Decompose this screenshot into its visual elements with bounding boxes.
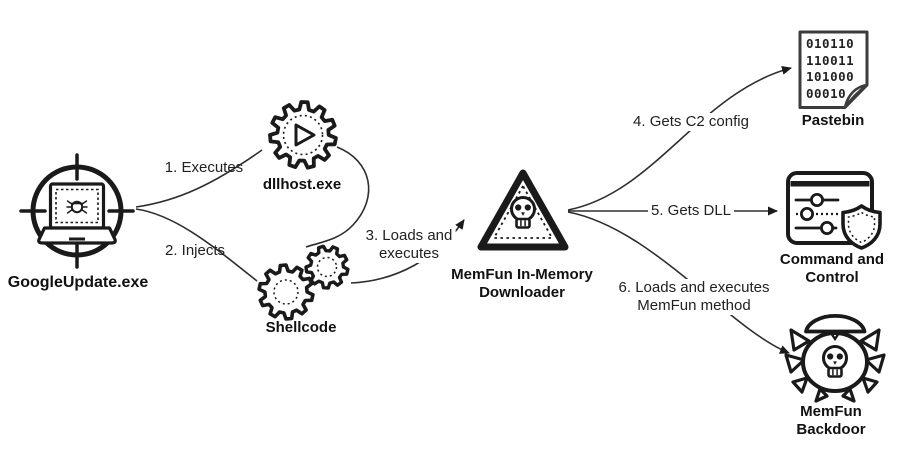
- gear-large-dotted-ring: [273, 279, 299, 305]
- step-4-gets-c2-config: 4. Gets C2 config: [630, 113, 752, 131]
- step-3-line1: 3. Loads and: [365, 227, 453, 244]
- bug-dome-icon: [804, 313, 867, 334]
- googleupdate-label: GoogleUpdate.exe: [7, 274, 149, 291]
- pastebin-code-line2: 110011: [806, 52, 855, 68]
- gear-small-dotted-ring: [316, 256, 338, 278]
- folded-corner-icon: [843, 83, 869, 109]
- step-1-executes: 1. Executes: [164, 159, 244, 176]
- connector-dllhost-to-shellcode: [305, 146, 370, 248]
- laptop-notch: [69, 237, 85, 241]
- shellcode-label: Shellcode: [265, 319, 337, 336]
- step-6-line2: MemFun method: [637, 297, 751, 314]
- laptop-base-icon: [37, 226, 117, 245]
- gear-dotted-ring: [282, 114, 324, 156]
- dllhost-process-icon: [268, 100, 338, 170]
- step-6-loads-memfun: 6. Loads and executes MemFun method: [615, 279, 773, 315]
- downloader-label: MemFun In-Memory Downloader: [451, 266, 593, 302]
- crosshair-ticks-icon: [19, 153, 135, 269]
- memfun-downloader-icon: [477, 169, 569, 251]
- screen-bug-icon: [66, 200, 88, 214]
- pastebin-label: Pastebin: [801, 112, 865, 129]
- command-control-icon: [786, 171, 882, 250]
- shield-dotted-border: [847, 211, 876, 244]
- pastebin-code-line1: 010110: [806, 36, 855, 51]
- play-icon: [294, 123, 316, 147]
- sliders-icon: [794, 192, 840, 235]
- bug-legs-icon: [784, 328, 886, 403]
- downloader-label-line2: Downloader: [479, 284, 565, 301]
- step-3-line2: executes: [378, 245, 440, 262]
- downloader-label-line1: MemFun In-Memory: [451, 266, 593, 283]
- memfun-backdoor-icon: [784, 313, 886, 403]
- infected-host-icon: [19, 153, 135, 269]
- c2-label: Command and Control: [780, 251, 884, 287]
- backdoor-label-line1: MemFun: [800, 403, 862, 420]
- step-2-injects: 2. Injects: [164, 242, 226, 259]
- gear-small-icon: [304, 244, 350, 290]
- bug-notch: [830, 332, 840, 342]
- backdoor-label-line2: Backdoor: [796, 421, 866, 438]
- c2-label-line2: Control: [805, 269, 859, 286]
- connector-executes: [135, 149, 263, 208]
- step-3-loads-executes: 3. Loads and executes: [362, 227, 456, 263]
- step-5-gets-dll: 5. Gets DLL: [647, 202, 735, 220]
- pastebin-code-line4: 00010: [806, 85, 847, 101]
- c2-label-line1: Command and: [779, 251, 885, 268]
- panel-titlebar: [790, 181, 870, 187]
- screen-dashed-border: [55, 188, 99, 224]
- dllhost-label: dllhost.exe: [262, 176, 342, 193]
- pastebin-code: 010110 110011 101000 00010: [806, 36, 854, 102]
- document-icon: [798, 30, 869, 109]
- pastebin-code-line3: 101000: [806, 69, 855, 84]
- shield-icon: [841, 204, 882, 250]
- connector-injects: [135, 208, 258, 282]
- pastebin-document-icon: [798, 30, 869, 109]
- backdoor-label: MemFun Backdoor: [796, 403, 865, 439]
- step-6-line1: 6. Loads and executes: [618, 279, 770, 296]
- connector-gets-c2-config: [567, 65, 792, 211]
- shellcode-gears-icon: [257, 244, 350, 321]
- gear-large-icon: [257, 263, 315, 321]
